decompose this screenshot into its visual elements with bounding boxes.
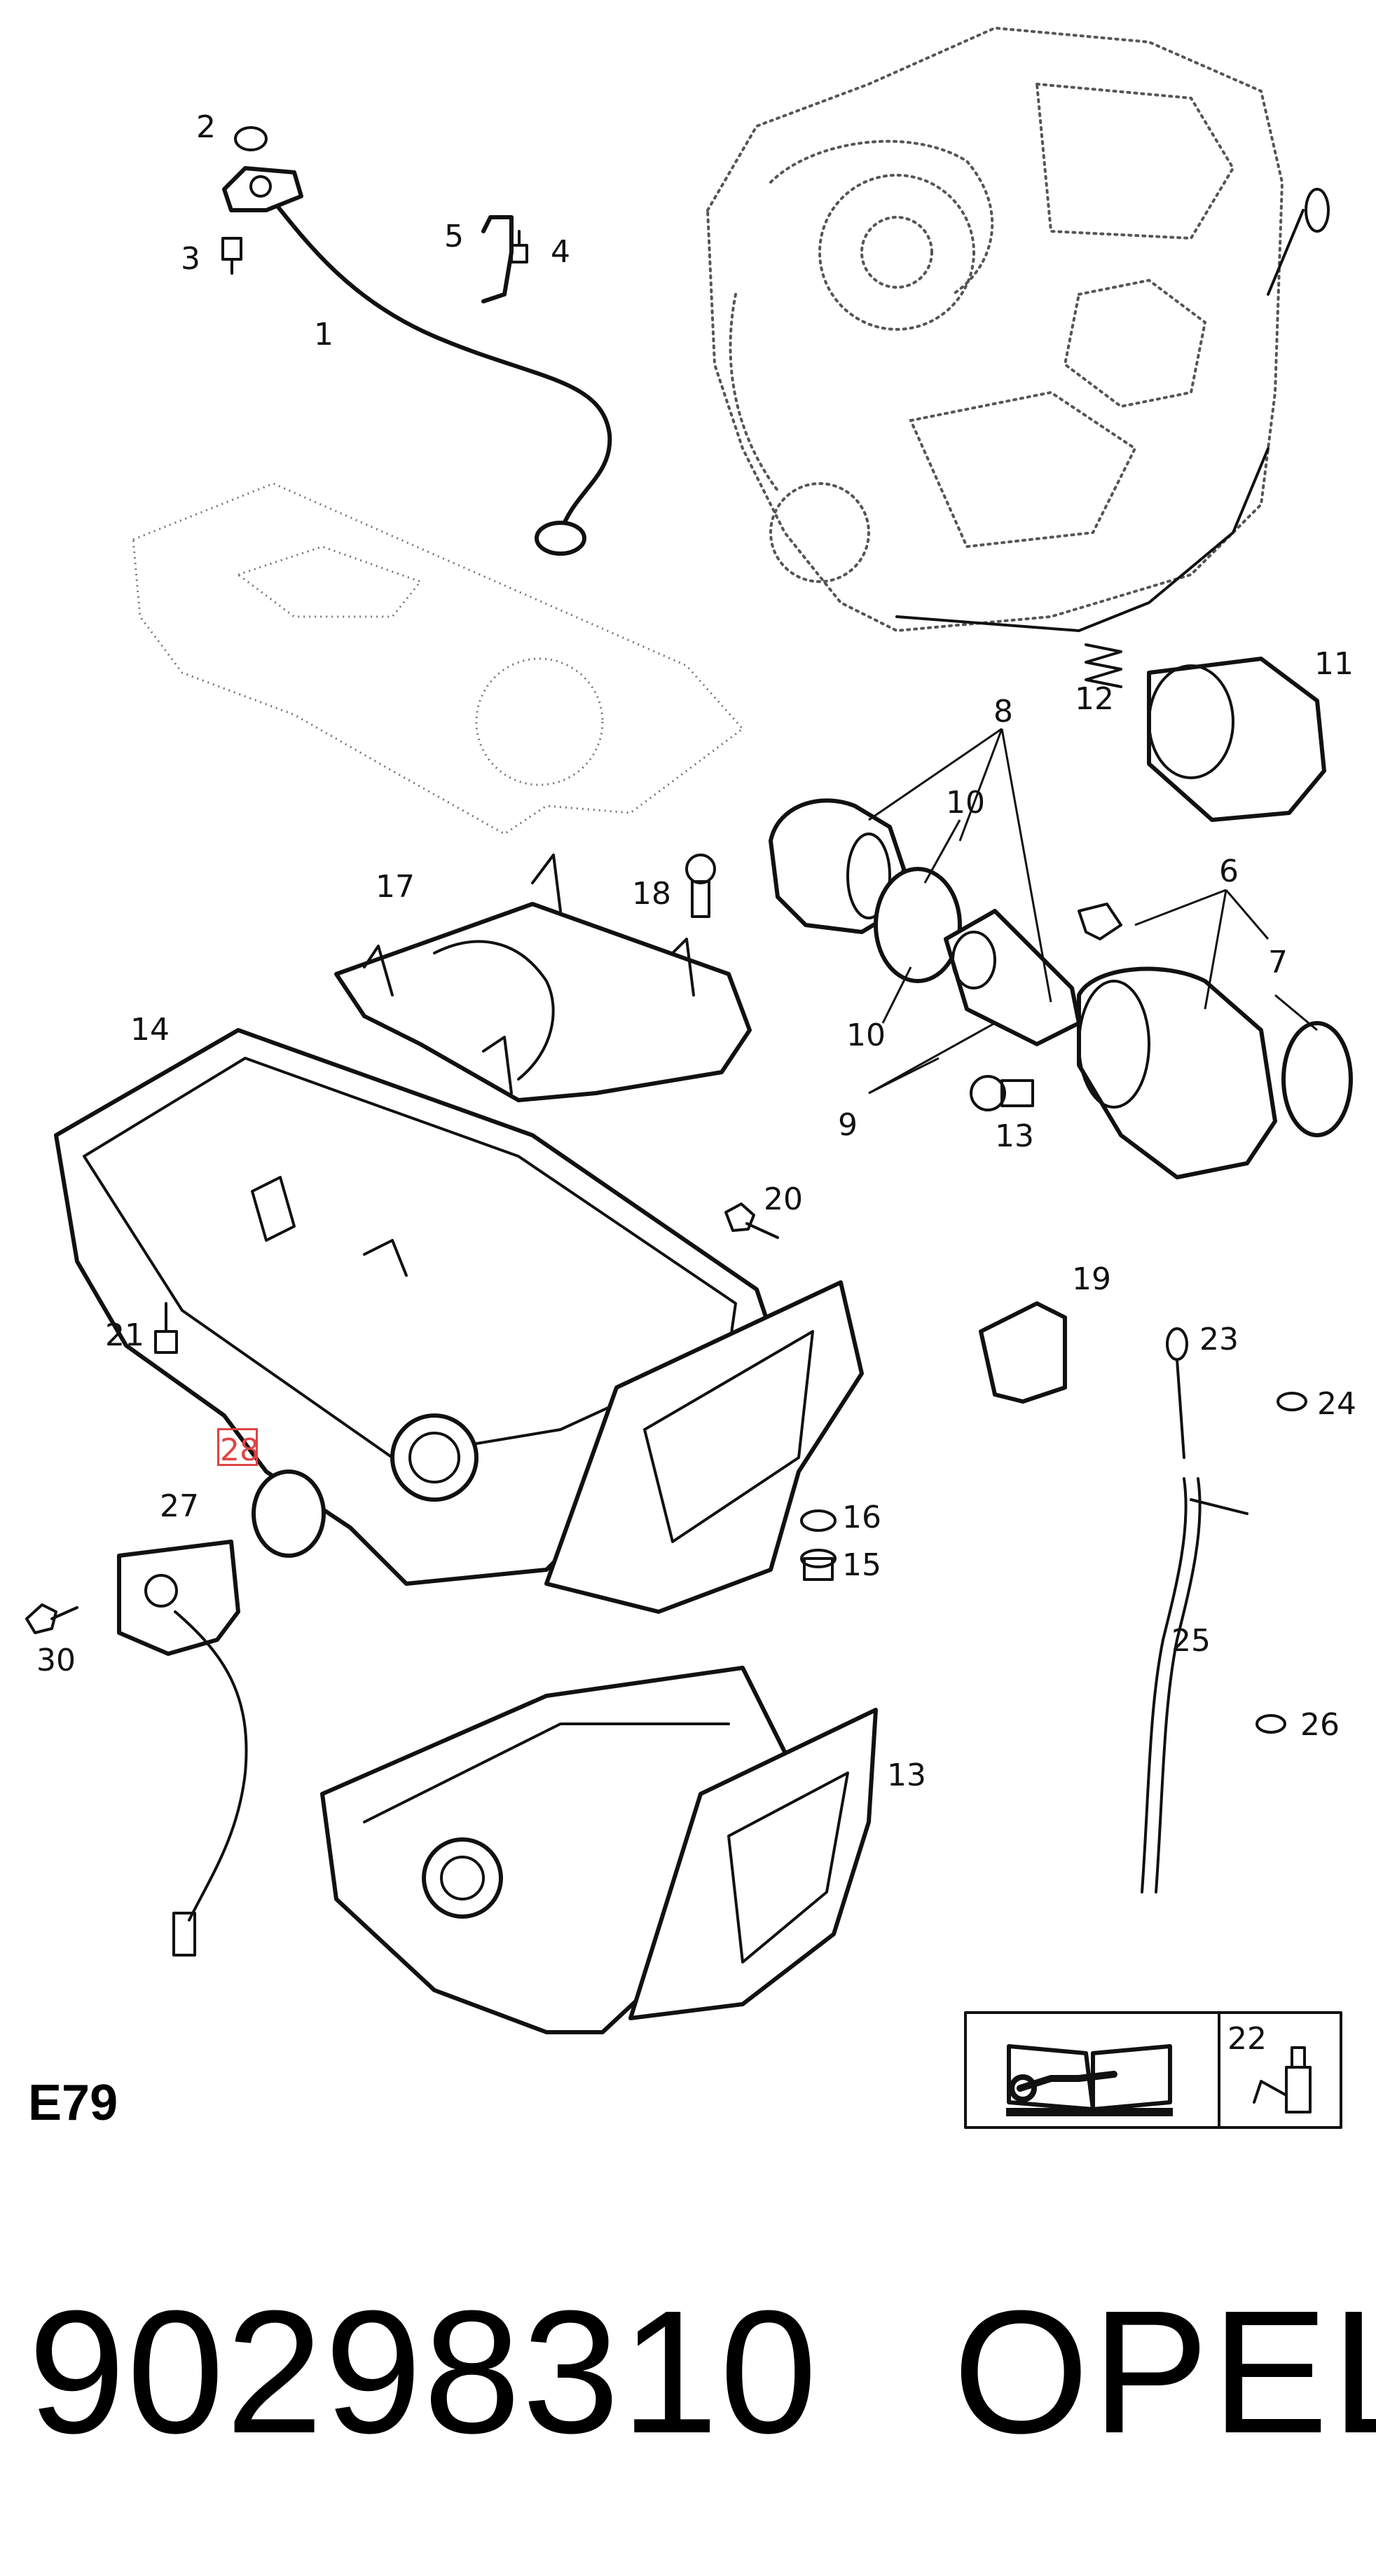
callout-2: 2 [196, 109, 216, 145]
part-13-screw [970, 1075, 1034, 1111]
part-5-clip [481, 215, 514, 303]
part-30-bolt [25, 1603, 78, 1634]
callout-26: 25 [1171, 1623, 1211, 1659]
callout-9: 9 [838, 1107, 858, 1143]
callout-10-lower: 10 [846, 1018, 886, 1053]
diagram-code: E79 [28, 2075, 118, 2131]
callout-7: 7 [1268, 945, 1288, 980]
part-28-sensor [117, 1540, 248, 1957]
callout-22: 21 [105, 1317, 144, 1353]
gasket-ghost [132, 482, 745, 835]
leader-lines [868, 727, 1318, 1095]
part-4-bolt [510, 230, 528, 263]
service-info-box: 22 [964, 2011, 1342, 2129]
callout-10-upper: 10 [946, 785, 985, 821]
part-1-pipe [222, 166, 612, 556]
callout-14: 13 [887, 1758, 926, 1793]
part-26-dipstick-tube [1141, 1477, 1248, 1893]
callout-29: 28 [220, 1432, 259, 1468]
callout-18: 17 [376, 869, 415, 905]
manual-wrench-icon [1006, 2044, 1173, 2116]
callout-1: 1 [314, 317, 333, 352]
part-15-oil-pan [54, 1028, 864, 1614]
callout-24: 23 [1199, 1322, 1239, 1357]
part-3-bolt [221, 237, 242, 275]
callout-25: 24 [1317, 1386, 1356, 1422]
part-11-oil-filter [1147, 657, 1326, 822]
callout-labels: 2 3 5 4 1 11 12 8 10 17 18 6 7 10 14 9 1… [36, 109, 1356, 1793]
engine-block-illustration [706, 26, 1330, 633]
part-16-plug [800, 1549, 837, 1581]
callout-20: 19 [1072, 1261, 1111, 1297]
part-22-bolt [154, 1302, 178, 1354]
callout-12: 12 [1075, 681, 1114, 717]
part-2-oring [234, 126, 268, 151]
callout-17: 16 [842, 1500, 881, 1535]
part-27-oring [1255, 1714, 1286, 1734]
callout-11: 11 [1314, 646, 1354, 682]
callout-23: 22 [1227, 2021, 1267, 2057]
callout-13: 13 [995, 1118, 1034, 1154]
part-29-oring [252, 1469, 326, 1558]
callout-15: 14 [130, 1012, 170, 1048]
part-9-filter-element [944, 909, 1081, 1046]
part-20-bracket [979, 1301, 1067, 1404]
callout-6: 6 [1219, 854, 1239, 889]
callout-19: 18 [632, 876, 671, 912]
callout-3: 3 [181, 241, 200, 277]
callout-5: 5 [444, 219, 464, 254]
callout-27: 26 [1300, 1707, 1340, 1743]
callout-16: 15 [842, 1547, 881, 1583]
part-21-bolt [724, 1203, 779, 1239]
callout-21: 20 [764, 1181, 803, 1217]
sealant-tube-icon [1253, 2046, 1312, 2113]
part-17-washer [800, 1509, 837, 1532]
callout-29-highlight [217, 1428, 258, 1466]
part-18-baffle [334, 854, 752, 1102]
part-number: 90298310 [28, 2274, 819, 2469]
callout-8: 8 [993, 694, 1013, 729]
part-19-screw [685, 854, 716, 918]
part-25-oring [1277, 1392, 1307, 1411]
part-24-dipstick-top [1166, 1327, 1188, 1459]
part-12-spring [1085, 643, 1122, 688]
callout-28: 27 [160, 1488, 199, 1524]
part-7-oring [1281, 1021, 1353, 1137]
brand-name: OPEL [953, 2274, 1376, 2469]
part-6-filter-housing [1077, 903, 1277, 1179]
callout-4: 4 [551, 234, 570, 270]
part-14-oil-pan [320, 1666, 878, 2034]
callout-30: 30 [36, 1643, 76, 1678]
part-10-oring-upper [874, 867, 962, 983]
